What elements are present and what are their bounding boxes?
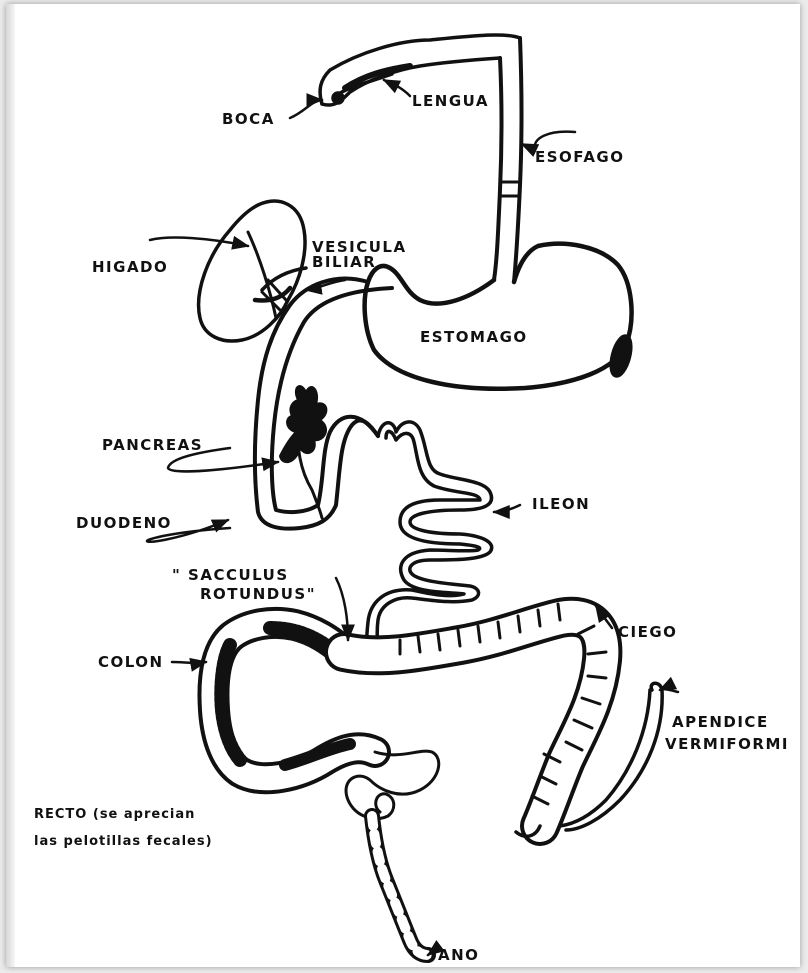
- esophagus-tube: [494, 38, 522, 282]
- label-estomago: ESTOMAGO: [420, 330, 528, 346]
- label-lengua: LENGUA: [412, 94, 489, 110]
- label-apendice-1: APENDICE: [672, 715, 769, 731]
- label-esofago: ESOFAGO: [535, 150, 625, 166]
- colon-shape: [213, 604, 606, 836]
- label-boca: BOCA: [222, 112, 275, 128]
- label-apendice-2: VERMIFORMI: [665, 737, 789, 753]
- label-recto-1: RECTO (se aprecian: [34, 808, 195, 822]
- label-higado: HIGADO: [92, 260, 168, 276]
- label-ano: ANO: [438, 948, 479, 964]
- label-sacculus-2: ROTUNDUS": [200, 587, 316, 603]
- label-recto-2: las pelotillas fecales): [34, 835, 213, 849]
- label-sacculus-1: " SACCULUS: [172, 568, 289, 584]
- stomach-shape: [365, 244, 634, 389]
- label-biliar: BILIAR: [312, 255, 376, 271]
- label-duodeno: DUODENO: [76, 516, 172, 532]
- label-ciego: CIEGO: [618, 625, 677, 641]
- rectum-shape: [346, 751, 439, 955]
- label-pancreas: PANCREAS: [102, 438, 203, 454]
- label-ileon: ILEON: [532, 497, 590, 513]
- label-colon: COLON: [98, 655, 164, 671]
